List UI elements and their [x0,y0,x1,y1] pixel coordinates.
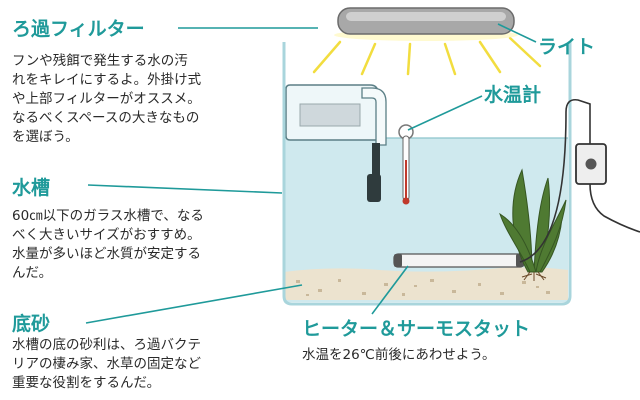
tank-sand [284,267,568,300]
heater-description: 水温を26℃前後にあわせよう。 [302,347,496,363]
heater-bar [393,253,525,268]
heater-title: ヒーター＆サーモスタット [302,318,531,340]
sand-title: 底砂 [12,313,51,335]
leader-lines [85,23,537,324]
tank-title: 水槽 [12,177,51,199]
filter-description: フンや残餌で発生する水の汚 れをキレイにするよ。外掛け式 や上部フィルターがオス… [12,53,202,145]
light-title: ライト [538,36,596,58]
sand-pebbles [296,279,550,296]
thermometer-title: 水温計 [484,84,542,106]
plant-roots [521,271,547,281]
hang-on-filter [285,84,387,202]
tank-description: 60㎝以下のガラス水槽で、なる べく大きいサイズがおすすめ。 水量が多いほど水質… [12,208,204,281]
thermostat-controller [519,98,640,263]
sand-description: 水槽の底の砂利は、ろ過バクテ リアの棲み家、水草の固定など 重要な役割をするんだ… [12,337,201,391]
light-rays [312,36,542,76]
thermometer [398,124,414,205]
tank-glass [282,42,572,306]
aquarium-light [334,7,518,41]
filter-title: ろ過フィルター [12,18,145,40]
aquatic-plant [499,168,567,273]
